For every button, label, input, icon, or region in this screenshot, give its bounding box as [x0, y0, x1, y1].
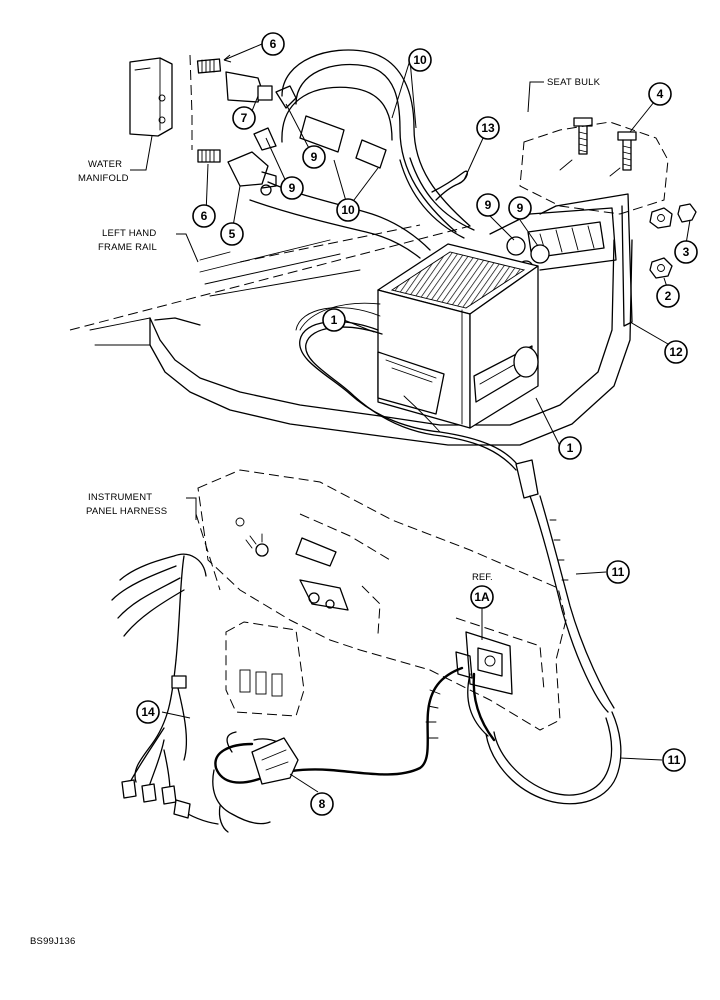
label-water-manifold-line2: MANIFOLD — [78, 173, 129, 184]
callout-8: 8 — [310, 792, 334, 816]
callout-4: 4 — [648, 82, 672, 106]
svg-text:10: 10 — [341, 203, 355, 217]
instrument-panel — [195, 469, 567, 731]
heater-hoses — [249, 49, 475, 259]
bolts — [573, 117, 637, 171]
callout-9-d: 9 — [508, 196, 532, 220]
lower-fittings — [197, 127, 277, 196]
svg-text:5: 5 — [229, 227, 236, 241]
callout-7: 7 — [232, 106, 256, 130]
callout-14: 14 — [136, 700, 160, 724]
callout-12: 12 — [664, 340, 688, 364]
panel-plate — [225, 621, 305, 717]
callout-2: 2 — [656, 284, 680, 308]
label-ref: REF. — [472, 572, 493, 583]
callout-9-a: 9 — [302, 145, 326, 169]
callout-6-top: 6 — [261, 32, 285, 56]
instrument-panel-harness — [111, 553, 219, 825]
callout-13: 13 — [476, 116, 500, 140]
left-hand-frame-rail — [89, 251, 231, 346]
water-manifold — [129, 54, 193, 150]
upper-fittings — [196, 58, 297, 109]
label-water-manifold-line1: WATER — [88, 159, 122, 170]
svg-text:1: 1 — [567, 441, 574, 455]
callout-11-lower: 11 — [662, 748, 686, 772]
svg-text:12: 12 — [669, 345, 683, 359]
svg-text:11: 11 — [668, 753, 681, 767]
callout-11-upper: 11 — [606, 560, 630, 584]
svg-text:14: 14 — [141, 705, 155, 719]
svg-text:9: 9 — [485, 198, 492, 212]
heater-cable — [485, 459, 622, 805]
svg-text:10: 10 — [413, 53, 427, 67]
svg-text:9: 9 — [289, 181, 296, 195]
label-harness-line1: INSTRUMENT — [88, 492, 152, 503]
svg-text:11: 11 — [612, 565, 625, 579]
svg-text:9: 9 — [311, 150, 318, 164]
callout-6-lower: 6 — [192, 204, 216, 228]
nuts — [649, 203, 697, 279]
mounting-bracket — [539, 193, 633, 327]
svg-text:6: 6 — [270, 37, 277, 51]
svg-text:7: 7 — [241, 111, 248, 125]
callout-10-lower: 10 — [336, 198, 360, 222]
svg-text:13: 13 — [481, 121, 495, 135]
label-left-frame-line1: LEFT HAND — [102, 228, 156, 239]
svg-text:1: 1 — [331, 313, 338, 327]
callout-1-left: 1 — [322, 308, 346, 332]
heater-switch — [455, 631, 513, 695]
svg-text:2: 2 — [665, 289, 672, 303]
frame-rail-lines — [69, 224, 471, 331]
svg-text:8: 8 — [319, 797, 326, 811]
svg-text:1A: 1A — [474, 590, 490, 604]
hose-clamp-strap — [431, 170, 469, 201]
heater-unit — [377, 207, 617, 429]
callout-1A: 1A — [470, 585, 494, 609]
callout-9-c: 9 — [476, 193, 500, 217]
switch-harness — [212, 731, 299, 833]
heater-wiring — [295, 302, 521, 471]
leader-lines — [130, 43, 691, 793]
svg-text:3: 3 — [683, 245, 690, 259]
label-left-frame-line2: FRAME RAIL — [98, 242, 157, 253]
label-harness-line2: PANEL HARNESS — [86, 506, 167, 517]
svg-text:9: 9 — [517, 201, 524, 215]
callout-9-b: 9 — [280, 176, 304, 200]
callout-3: 3 — [674, 240, 698, 264]
label-seat-bulk: SEAT BULK — [547, 77, 601, 88]
callout-1-bottom: 1 — [558, 436, 582, 460]
callout-10-top: 10 — [408, 48, 432, 72]
callout-5: 5 — [220, 222, 244, 246]
figure-code: BS99J136 — [30, 936, 75, 947]
svg-text:6: 6 — [201, 209, 208, 223]
switch-wiring — [260, 666, 496, 780]
svg-text:4: 4 — [657, 87, 664, 101]
